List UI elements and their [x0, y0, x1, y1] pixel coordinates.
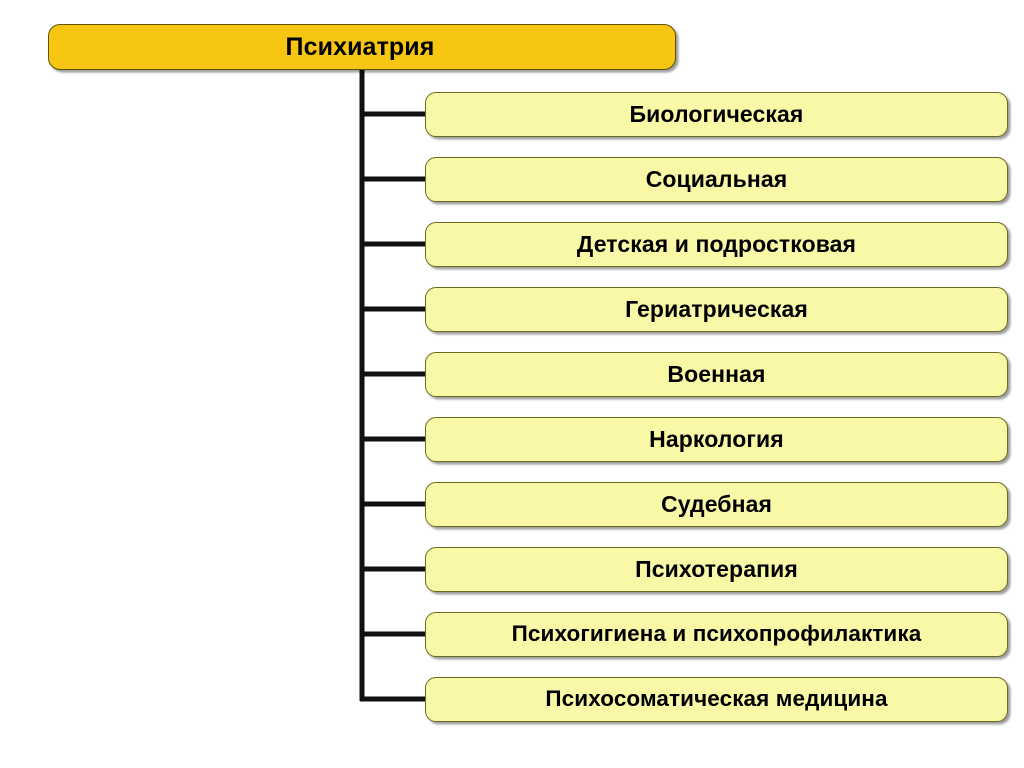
node-child-biological: Биологическая	[425, 92, 1008, 137]
node-child-psychosomatic-medicine: Психосоматическая медицина	[425, 677, 1008, 722]
node-child-label: Военная	[667, 361, 766, 387]
node-child-geriatric: Гериатрическая	[425, 287, 1008, 332]
node-child-social: Социальная	[425, 157, 1008, 202]
node-root-psychiatry: Психиатрия	[48, 24, 676, 70]
node-child-forensic: Судебная	[425, 482, 1008, 527]
node-child-label: Судебная	[660, 491, 773, 517]
node-child-label: Биологическая	[629, 101, 804, 127]
node-child-label: Гериатрическая	[625, 296, 808, 322]
node-child-narcology: Наркология	[425, 417, 1008, 462]
node-child-psychotherapy: Психотерапия	[425, 547, 1008, 592]
node-child-label: Психосоматическая медицина	[545, 686, 888, 712]
node-child-psychohygiene-and-prophylaxis: Психогигиена и психопрофилактика	[425, 612, 1008, 657]
node-child-military: Военная	[425, 352, 1008, 397]
node-child-child-and-adolescent: Детская и подростковая	[425, 222, 1008, 267]
node-root-label: Психиатрия	[285, 32, 435, 61]
node-child-label: Психогигиена и психопрофилактика	[511, 621, 922, 647]
node-child-label: Наркология	[649, 426, 784, 452]
node-child-label: Детская и подростковая	[576, 231, 857, 257]
node-child-label: Психотерапия	[635, 556, 798, 582]
node-child-label: Социальная	[645, 166, 788, 192]
